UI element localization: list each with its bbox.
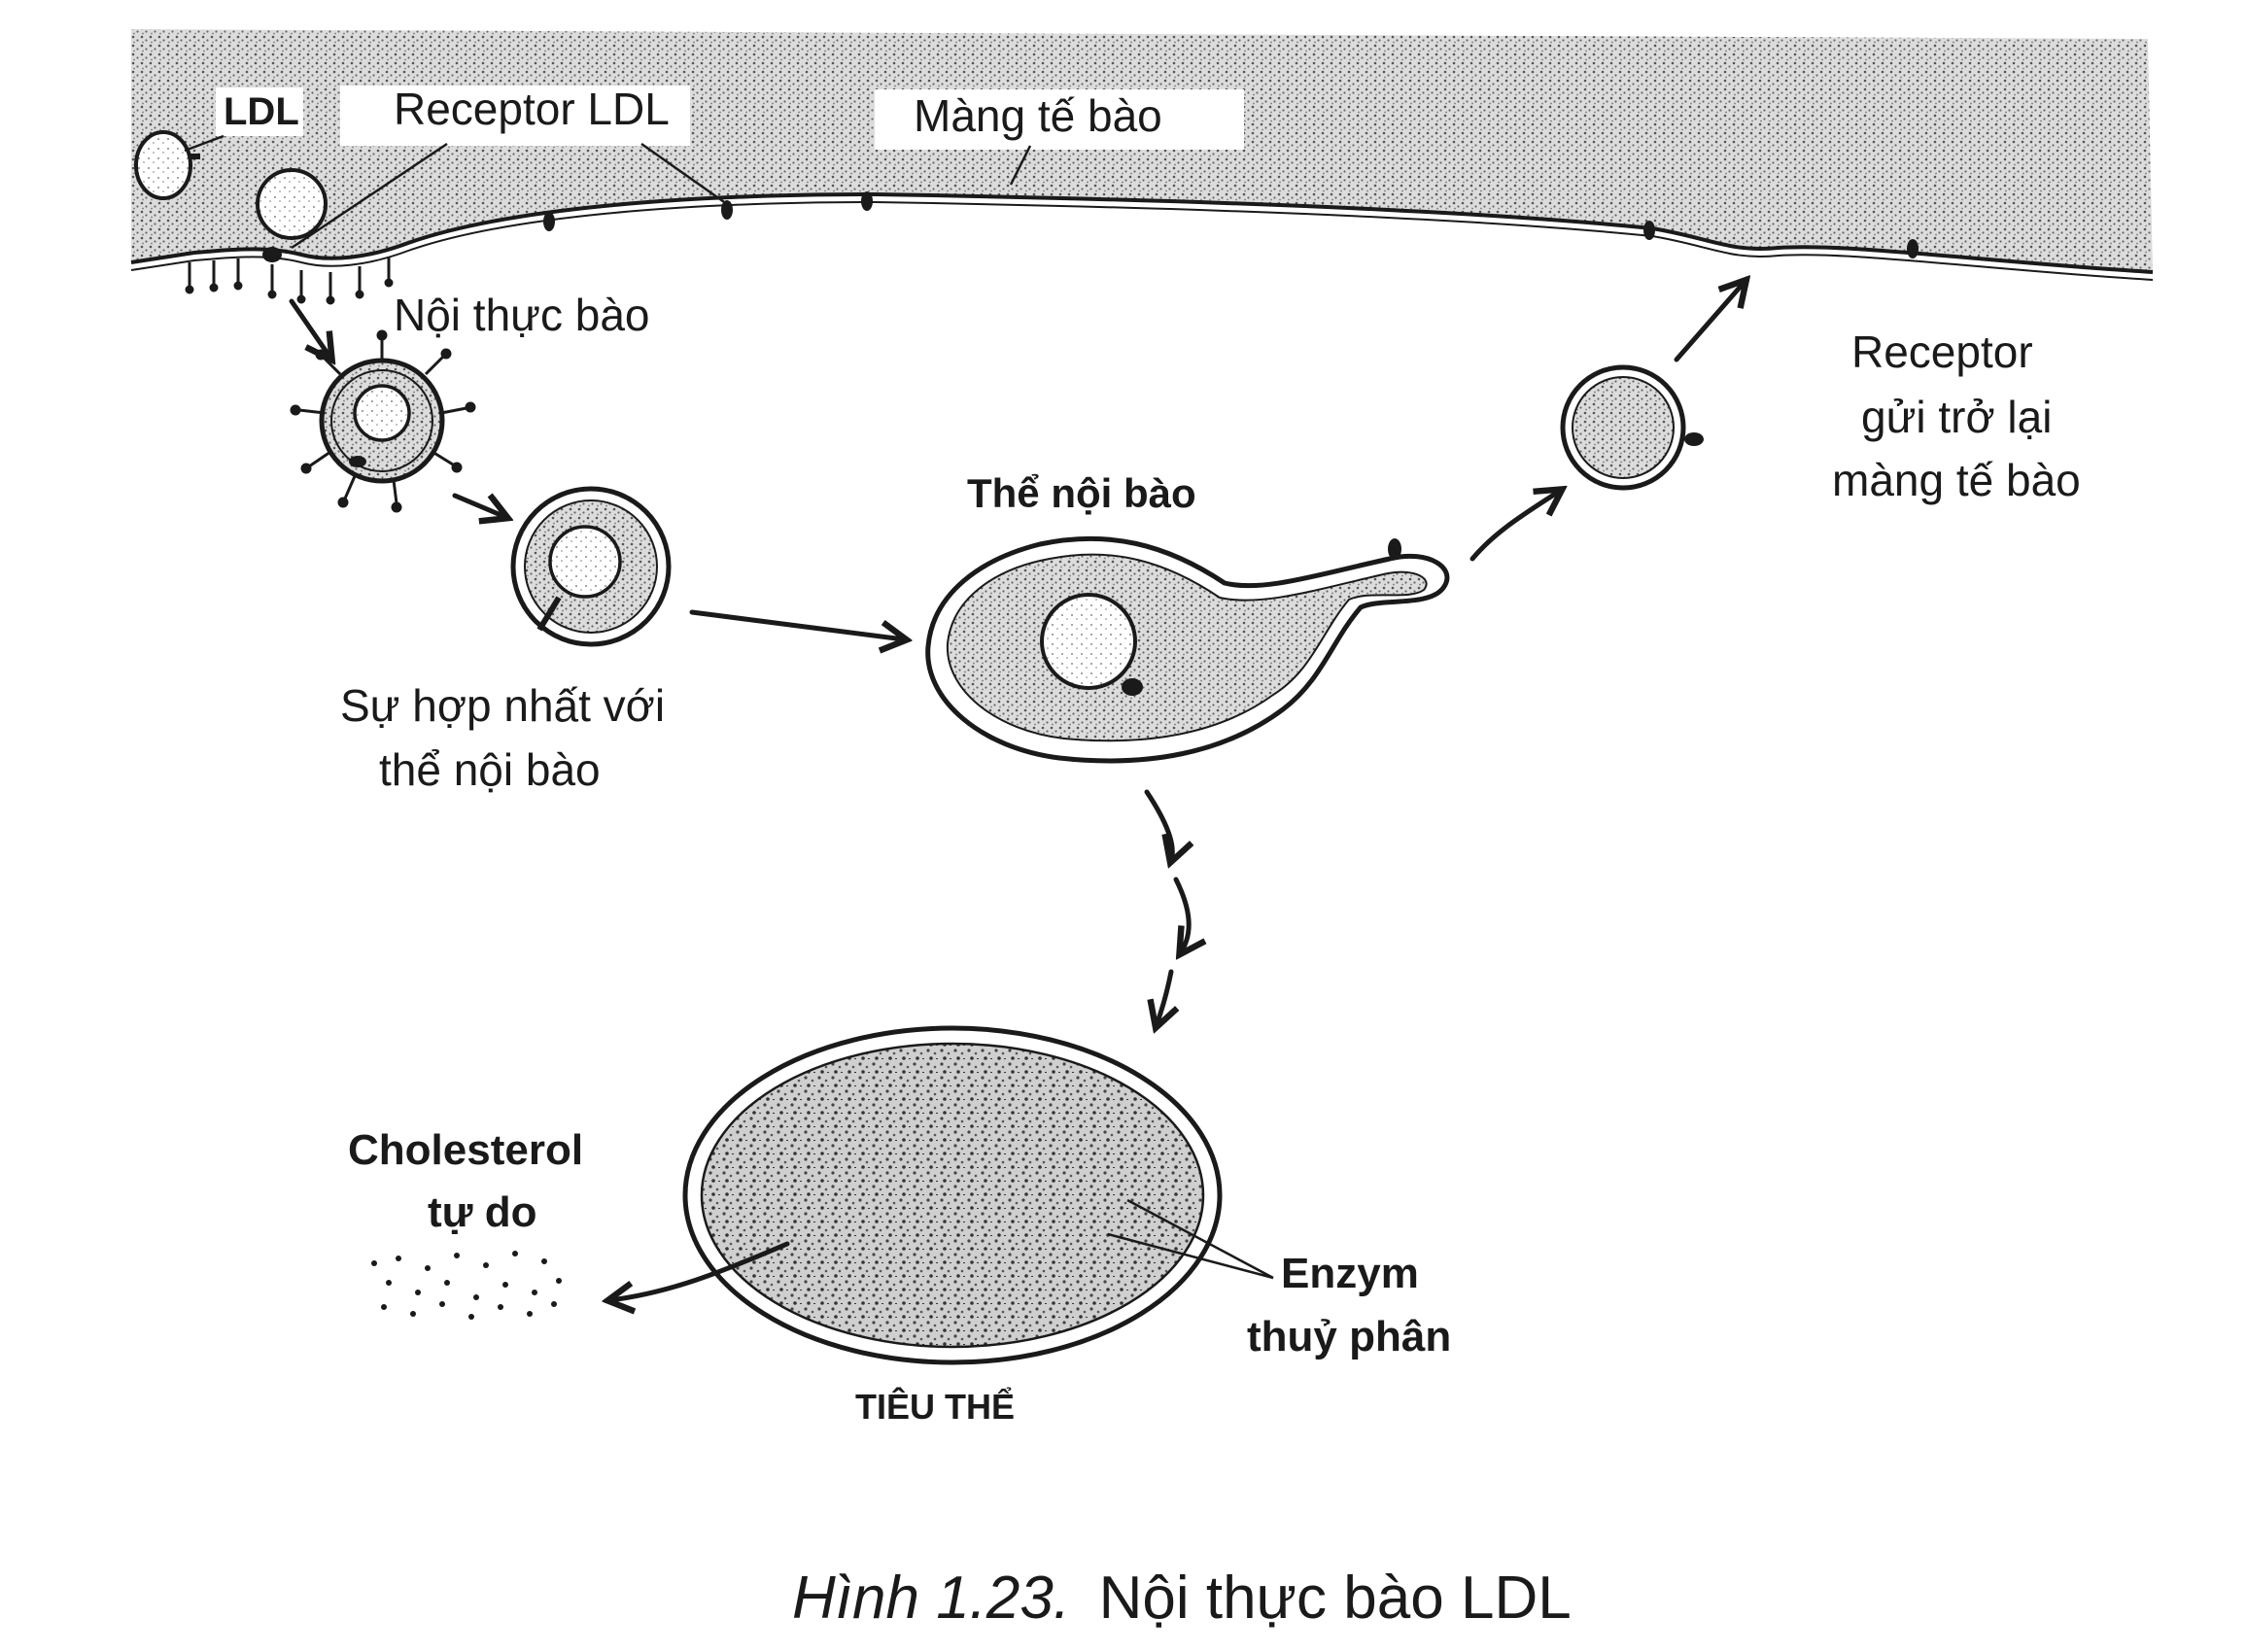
label-fusion-line1: Sự hợp nhất với	[340, 680, 665, 731]
coated-vesicle	[290, 329, 476, 513]
membrane-receptors	[543, 191, 1919, 258]
label-ldl: LDL	[224, 90, 299, 133]
recycling-vesicle	[1560, 364, 1704, 491]
lysosome	[682, 1025, 1223, 1365]
label-enzyme-line2: thuỷ phân	[1247, 1313, 1451, 1360]
figure-caption: Hình 1.23. Nội thực bào LDL	[792, 1565, 1572, 1632]
cell-membrane-band	[130, 29, 2154, 281]
label-enzyme-line1: Enzym	[1281, 1250, 1419, 1297]
label-fusion-line2: thể nội bào	[379, 744, 601, 795]
label-receptor-return-line1: Receptor	[1851, 327, 2033, 377]
receptor-ldl-pointer	[291, 142, 448, 250]
receptor-ldl-pointer-2	[640, 142, 728, 206]
label-lysosome: TIÊU THỂ	[855, 1386, 1015, 1427]
caption-title: Nội thực bào LDL	[1099, 1565, 1572, 1632]
label-receptor-return-line2: gửi trở lại	[1861, 392, 2052, 442]
ldl-pointer	[184, 134, 225, 153]
label-cholesterol-line1: Cholesterol	[348, 1126, 583, 1174]
ldl-particle-free	[134, 130, 200, 200]
label-receptor-return-line3: màng tế bào	[1832, 455, 2081, 505]
enzym-pointer-2	[1107, 1232, 1274, 1280]
enzym-pointer-1	[1126, 1198, 1274, 1280]
label-cholesterol-line2: tự do	[428, 1188, 537, 1236]
fusing-vesicle	[510, 486, 672, 647]
process-arrows	[289, 282, 1745, 1300]
membrane-pointer	[1009, 145, 1032, 186]
ldl-particle-bound	[256, 168, 328, 262]
coated-pit	[185, 257, 394, 305]
label-endosome: Thể nội bào	[967, 470, 1196, 516]
label-cell-membrane: Màng tế bào	[914, 90, 1162, 141]
caption-number: Hình 1.23.	[792, 1565, 1070, 1632]
endosome	[925, 535, 1450, 764]
free-cholesterol-dots	[371, 1251, 562, 1320]
label-endocytosis: Nội thực bào	[394, 290, 650, 340]
label-receptor-ldl: Receptor LDL	[394, 84, 670, 134]
